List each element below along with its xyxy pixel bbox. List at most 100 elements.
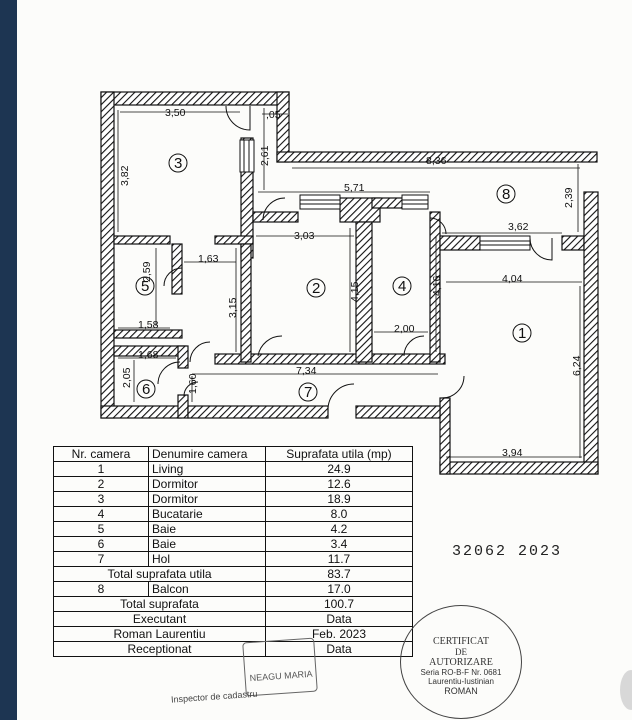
table-cell: 18.9 bbox=[265, 491, 413, 507]
windows bbox=[239, 139, 531, 251]
dim-label: 1,58 bbox=[138, 319, 159, 331]
table-cell: 4 bbox=[53, 506, 149, 522]
stamp-line: ROMAN bbox=[444, 686, 478, 696]
table-header: Denumire camera bbox=[148, 446, 266, 462]
dim-label: 5,71 bbox=[344, 182, 365, 194]
dim-label: 7,34 bbox=[296, 365, 317, 377]
stamp-line: Seria RO-B-F Nr. 0681 bbox=[420, 668, 502, 677]
table-cell: 4.2 bbox=[265, 521, 413, 537]
table-header-row: Nr. camera Denumire camera Suprafata uti… bbox=[53, 446, 413, 462]
stamp-line: DE bbox=[455, 647, 467, 657]
table-cell: 3 bbox=[53, 491, 149, 507]
dim-label: 2,39 bbox=[563, 187, 575, 208]
table-cell: Living bbox=[148, 461, 266, 477]
binder-spine bbox=[0, 0, 17, 720]
table-cell: 12.6 bbox=[265, 476, 413, 492]
dimension-labels: 3,50 ,05 2,61 3,82 8,36 5,71 2,39 3,62 3… bbox=[119, 107, 583, 459]
wall-room2-top bbox=[252, 211, 299, 223]
total-util-value: 83.7 bbox=[265, 566, 413, 582]
dim-label: 4,15 bbox=[349, 281, 361, 302]
dim-label: 1,63 bbox=[198, 253, 219, 265]
total-label: Total suprafata bbox=[53, 596, 266, 612]
room-2-label: 2 bbox=[312, 280, 320, 297]
dim-label: 4,16 bbox=[431, 275, 443, 296]
executant-label: Executant bbox=[53, 611, 266, 627]
table-cell: Dormitor bbox=[148, 491, 266, 507]
wall-room1-left bbox=[439, 397, 451, 475]
dim-label: 3,62 bbox=[508, 221, 529, 233]
table-cell: 7 bbox=[53, 551, 149, 567]
door-swings bbox=[157, 105, 553, 409]
room-8-label: 8 bbox=[502, 186, 510, 203]
table-cell: 11.7 bbox=[265, 551, 413, 567]
table-cell: 8.0 bbox=[265, 506, 413, 522]
stamp-line: CERTIFICAT bbox=[432, 636, 490, 647]
dim-label: 3,15 bbox=[227, 297, 239, 318]
stamp-line: Laurentiu-Iustinian bbox=[428, 677, 494, 686]
dim-label: 8,36 bbox=[426, 155, 447, 167]
table-cell: Dormitor bbox=[148, 476, 266, 492]
wall-left-outer bbox=[100, 91, 115, 419]
dim-label: 6,24 bbox=[571, 355, 583, 376]
total-value: 100.7 bbox=[265, 596, 413, 612]
room-area-table: Nr. camera Denumire camera Suprafata uti… bbox=[53, 446, 413, 657]
data-label: Data bbox=[265, 611, 413, 627]
wall-room6-right-lower bbox=[177, 394, 189, 419]
dim-label: 3,82 bbox=[119, 165, 131, 186]
table-cell: Baie bbox=[148, 521, 266, 537]
wall-room2-left bbox=[240, 243, 252, 363]
room-6-label: 6 bbox=[142, 381, 150, 398]
dimension-lines bbox=[117, 108, 582, 458]
dim-label: 3,94 bbox=[502, 447, 523, 459]
room-5-label: 5 bbox=[141, 278, 149, 295]
walls bbox=[100, 91, 599, 475]
executant-name: Roman Laurentiu bbox=[53, 626, 266, 642]
table-cell: Balcon bbox=[148, 581, 266, 597]
dim-label: ,05 bbox=[266, 109, 281, 121]
wall-corridor-top bbox=[276, 151, 598, 163]
table-cell: Hol bbox=[148, 551, 266, 567]
table-header: Nr. camera bbox=[53, 446, 149, 462]
dim-label: 2,00 bbox=[394, 323, 415, 335]
room-1-label: 1 bbox=[518, 325, 526, 342]
stamp-name: NEAGU MARIA bbox=[249, 668, 313, 684]
wall-room4-right bbox=[429, 211, 441, 363]
room-4-label: 4 bbox=[398, 278, 406, 295]
wall-balcony-room1-r bbox=[561, 235, 585, 251]
wall-room2-room4 bbox=[355, 221, 373, 363]
room-3-label: 3 bbox=[174, 155, 182, 172]
table-header: Suprafata utila (mp) bbox=[265, 446, 413, 462]
data-label-2: Data bbox=[265, 641, 413, 657]
dim-label: 1,60 bbox=[187, 373, 199, 394]
dim-label: 3,03 bbox=[294, 230, 315, 242]
dim-label: 4,04 bbox=[502, 273, 523, 285]
wall-room6-right bbox=[177, 345, 189, 369]
table-cell: 6 bbox=[53, 536, 149, 552]
wall-room5-bottom bbox=[113, 329, 183, 339]
wall-room3-bottom-right bbox=[214, 235, 254, 245]
wall-room3-top bbox=[100, 91, 290, 106]
dim-label: 3,50 bbox=[165, 107, 186, 119]
wall-hall-bottom-r bbox=[355, 405, 441, 419]
table-cell: 8 bbox=[53, 581, 149, 597]
wall-balcony-room1 bbox=[439, 235, 481, 251]
stamp-line: AUTORIZARE bbox=[429, 657, 493, 668]
dim-label: 1,68 bbox=[138, 349, 159, 361]
wall-right-outer bbox=[583, 191, 599, 475]
cadastral-number: 32062 2023 bbox=[452, 543, 563, 560]
table-cell: 3.4 bbox=[265, 536, 413, 552]
wall-hall-bottom bbox=[187, 405, 329, 419]
table-cell: 5 bbox=[53, 521, 149, 537]
